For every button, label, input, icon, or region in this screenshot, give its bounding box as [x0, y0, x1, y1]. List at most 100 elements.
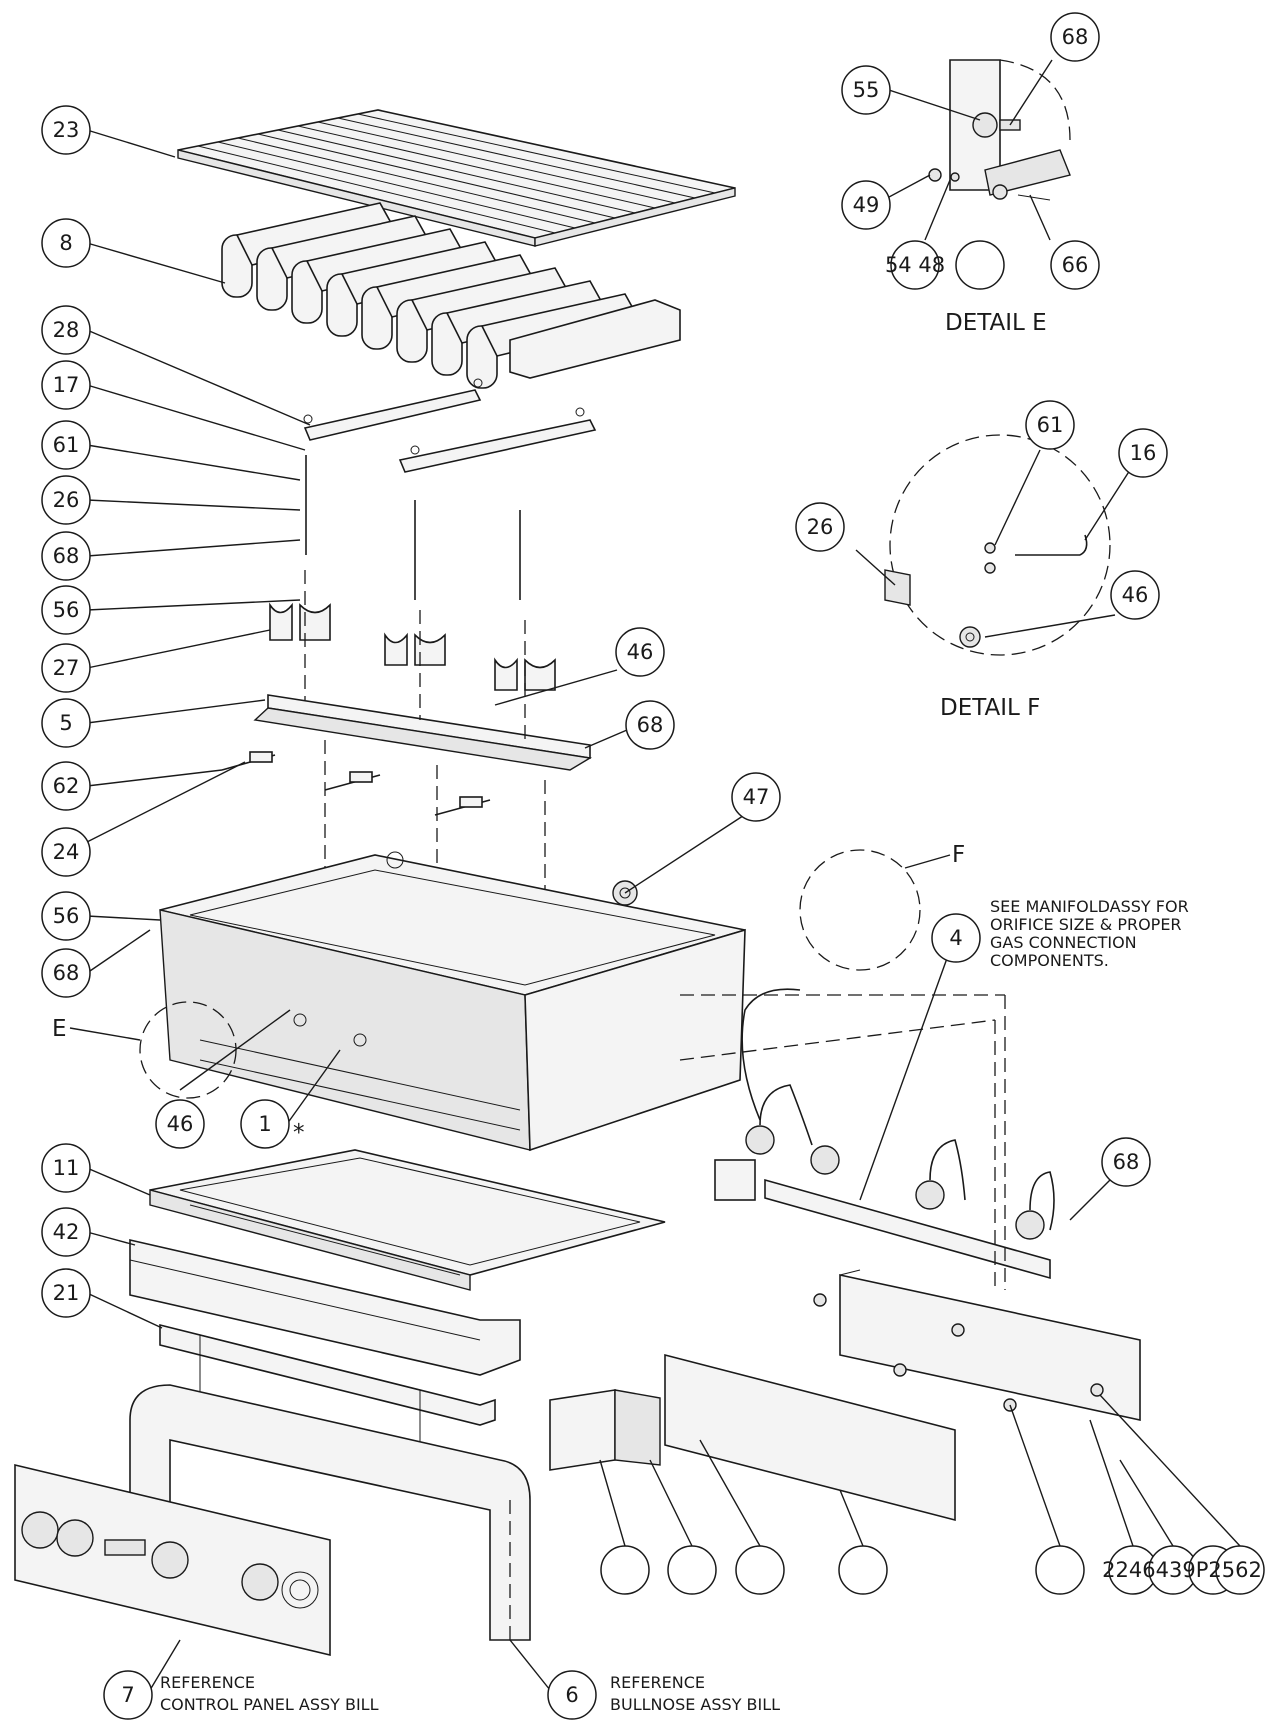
svg-text:68: 68: [53, 544, 80, 568]
detail-f-bubble-16: 16: [1118, 428, 1168, 478]
overlapping-callout-numbers: 2246439P2562: [1102, 1558, 1262, 1582]
electrode-rods-part: [305, 455, 521, 600]
callout-bubble-5: 5: [41, 698, 91, 748]
svg-text:61: 61: [1037, 413, 1064, 437]
callout-bubble-68-a: 68: [41, 531, 91, 581]
svg-text:26: 26: [53, 488, 80, 512]
manifold-note: SEE MANIFOLDASSY FOR ORIFICE SIZE & PROP…: [990, 897, 1189, 970]
callout-bubble-1: 1: [240, 1099, 290, 1149]
svg-text:49: 49: [853, 193, 880, 217]
burner-rail-part: [253, 694, 593, 771]
callout-bubble-17: 17: [41, 360, 91, 410]
svg-text:28: 28: [53, 318, 80, 342]
svg-text:23: 23: [53, 118, 80, 142]
svg-text:CONTROL PANEL ASSY BILL: CONTROL PANEL ASSY BILL: [160, 1695, 379, 1714]
svg-text:11: 11: [53, 1156, 80, 1180]
svg-text:27: 27: [53, 656, 80, 680]
svg-text:56: 56: [53, 598, 80, 622]
callout-bubble-56-a: 56: [41, 585, 91, 635]
callout-bubble-8: 8: [41, 218, 91, 268]
svg-text:COMPONENTS.: COMPONENTS.: [990, 951, 1109, 970]
detail-e-bubble-49: 49: [841, 180, 891, 230]
svg-text:46: 46: [167, 1112, 194, 1136]
control-panel-reference: REFERENCE CONTROL PANEL ASSY BILL: [160, 1673, 379, 1714]
burner-tubes-part: [221, 202, 681, 389]
svg-text:62: 62: [53, 774, 80, 798]
svg-text:42: 42: [53, 1220, 80, 1244]
svg-text:68: 68: [1113, 1150, 1140, 1174]
callout-bubble-11: 11: [41, 1143, 91, 1193]
svg-text:BULLNOSE ASSY BILL: BULLNOSE ASSY BILL: [610, 1695, 780, 1714]
svg-text:REFERENCE: REFERENCE: [160, 1673, 255, 1692]
detail-f-title: DETAIL F: [940, 695, 1040, 721]
svg-text:46: 46: [627, 640, 654, 664]
detail-e-bubble-55: 55: [841, 65, 891, 115]
svg-text:21: 21: [53, 1281, 80, 1305]
svg-text:4: 4: [949, 926, 962, 950]
svg-text:47: 47: [743, 785, 770, 809]
gas-manifold-part: [714, 988, 1055, 1280]
callout-bubble-56-b: 56: [41, 891, 91, 941]
callout-bubble-62: 62: [41, 761, 91, 811]
bottom-callout-leaders: [599, 1394, 1241, 1547]
svg-text:66: 66: [1062, 253, 1089, 277]
callout-bubble-21: 21: [41, 1268, 91, 1318]
svg-text:8: 8: [59, 231, 72, 255]
drip-tray-part: [149, 1149, 666, 1291]
front-trim-part: [129, 1238, 521, 1376]
svg-text:1: 1: [258, 1112, 271, 1136]
detail-e-drawing: [928, 59, 1071, 201]
callout-bubble-68-d: 68: [1101, 1137, 1151, 1187]
detail-f-bubble-46: 46: [1110, 570, 1160, 620]
callout-bubble-4: 4: [931, 913, 981, 963]
detail-e-bubble-68: 68: [1050, 12, 1100, 62]
svg-text:46: 46: [1122, 583, 1149, 607]
callout-bubble-28: 28: [41, 305, 91, 355]
callout-bubble-46-b: 46: [155, 1099, 205, 1149]
svg-text:68: 68: [53, 961, 80, 985]
svg-text:68: 68: [637, 713, 664, 737]
lower-side-panels-part: [549, 1269, 1141, 1522]
firebox-body-part: [159, 851, 746, 1152]
assembly-guide-lines-manifold: [679, 994, 1006, 1290]
detail-e-bubble-66: 66: [1050, 240, 1100, 290]
svg-text:16: 16: [1130, 441, 1157, 465]
detail-f-marker: F: [799, 842, 965, 971]
callout-leaders: [86, 59, 1131, 1691]
svg-text:17: 17: [53, 373, 80, 397]
assembly-guide-lines-upper: [304, 570, 546, 980]
callout-bubble-68-b: 68: [625, 700, 675, 750]
callout-bubble-26: 26: [41, 475, 91, 525]
callout-bubble-24: 24: [41, 827, 91, 877]
control-panel-part: [14, 1463, 331, 1657]
svg-text:6: 6: [565, 1683, 578, 1707]
svg-text:26: 26: [807, 515, 834, 539]
bullnose-reference: REFERENCE BULLNOSE ASSY BILL: [610, 1673, 780, 1714]
svg-text:ORIFICE SIZE & PROPER: ORIFICE SIZE & PROPER: [990, 915, 1182, 934]
empty-callout-bubbles: [600, 240, 1265, 1595]
svg-text:61: 61: [53, 433, 80, 457]
detail-f-bubble-26: 26: [795, 502, 845, 552]
callout-bubble-46-a: 46: [615, 627, 665, 677]
callout-bubble-68-c: 68: [41, 948, 91, 998]
detail-e-title: DETAIL E: [945, 310, 1047, 336]
callout-bubble-23: 23: [41, 105, 91, 155]
svg-text:56: 56: [53, 904, 80, 928]
detail-f-bubble-61: 61: [1025, 400, 1075, 450]
svg-text:54 48: 54 48: [885, 253, 945, 277]
callout-bubble-27: 27: [41, 643, 91, 693]
igniter-electrodes-part: [221, 751, 491, 816]
venturi-brackets-part: [269, 602, 556, 691]
svg-text:68: 68: [1062, 25, 1089, 49]
callout-bubble-47: 47: [731, 772, 781, 822]
callout-bubble-42: 42: [41, 1207, 91, 1257]
callout-bubble-6: 6: [547, 1670, 597, 1720]
svg-text:REFERENCE: REFERENCE: [610, 1673, 705, 1692]
detail-f-drawing: [884, 434, 1111, 656]
burner-support-brackets-part: [303, 378, 597, 473]
asterisk-mark: *: [293, 1120, 305, 1146]
bullnose-assembly-part: [129, 1384, 531, 1641]
svg-text:55: 55: [853, 78, 880, 102]
svg-text:24: 24: [53, 840, 80, 864]
